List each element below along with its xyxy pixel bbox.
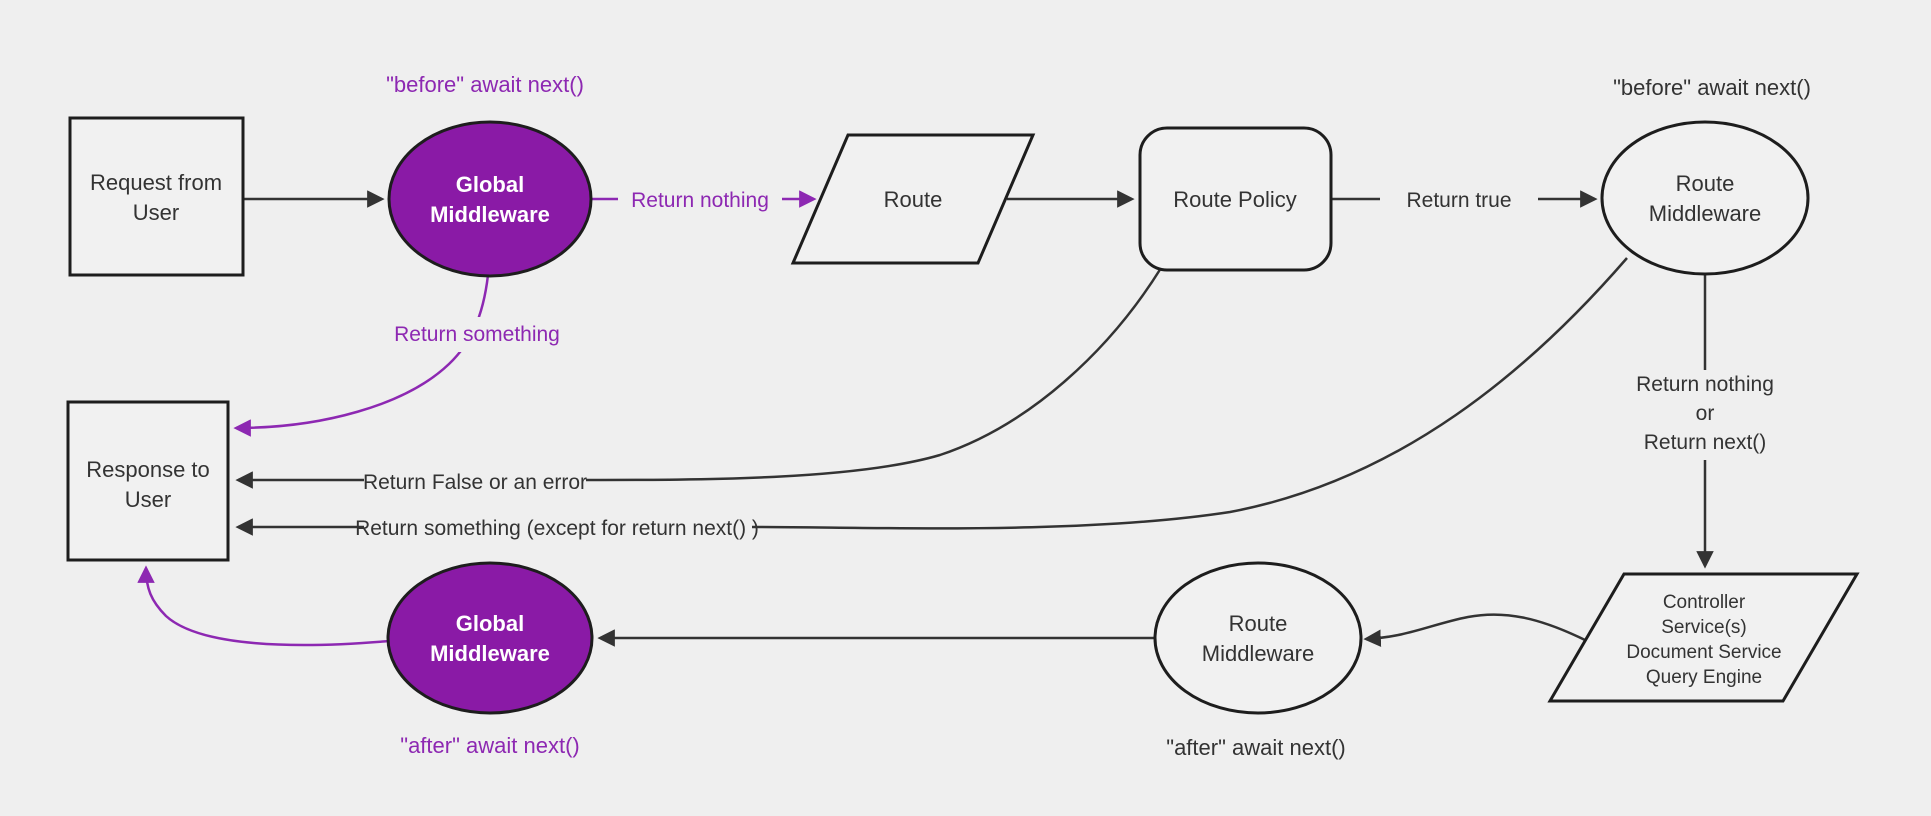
node-controller-line4: Query Engine — [1646, 667, 1762, 688]
edge-route-policy-return-false — [235, 267, 1163, 489]
label-return-false-or-error: Return False or an error — [363, 471, 587, 494]
node-request-line1: Request from — [90, 170, 222, 195]
node-route-policy-label: Route Policy — [1173, 187, 1297, 212]
node-route-middleware-bottom-line1: Route — [1229, 611, 1288, 636]
node-global-middleware-bottom-line2: Middleware — [430, 641, 550, 666]
label-before-await-top-right: "before" await next() — [1613, 75, 1811, 100]
label-return-true: Return true — [1406, 189, 1511, 212]
node-controller-services — [1547, 572, 1860, 703]
node-response-line2: User — [125, 487, 171, 512]
node-controller-line2: Service(s) — [1661, 617, 1747, 638]
label-bg-return-something-except — [364, 510, 752, 545]
node-controller-line1: Controller — [1663, 592, 1746, 613]
label-return-nothing-or-line1: Return nothing — [1636, 373, 1774, 396]
node-global-middleware-bottom — [386, 561, 594, 715]
node-route-middleware-top-line1: Route — [1676, 171, 1735, 196]
node-route-middleware-top-line2: Middleware — [1649, 201, 1762, 226]
label-after-await-bottom-left: "after" await next() — [400, 733, 579, 758]
edge-global-middleware-bottom-to-response — [137, 565, 390, 647]
node-route-policy — [1138, 126, 1333, 272]
label-bg-return-true — [1380, 183, 1538, 216]
label-return-nothing-or-line2: or — [1696, 402, 1715, 425]
node-route-label: Route — [884, 187, 943, 212]
label-bg-return-nothing-or — [1618, 370, 1794, 460]
node-request-line2: User — [133, 200, 179, 225]
node-route-middleware-bottom-line2: Middleware — [1202, 641, 1315, 666]
edge-route-middleware-return-something-except — [235, 257, 1628, 536]
node-route-middleware-bottom — [1153, 561, 1363, 715]
node-global-middleware-bottom-line1: Global — [456, 611, 524, 636]
label-bg-return-false — [364, 463, 586, 498]
node-route-middleware-top — [1600, 120, 1810, 276]
node-request-from-user — [68, 116, 245, 277]
label-return-something-except: Return something (except for return next… — [355, 517, 759, 540]
node-route — [790, 133, 1036, 265]
label-return-something: Return something — [394, 323, 560, 346]
label-after-await-bottom-middle: "after" await next() — [1166, 735, 1345, 760]
node-controller-line3: Document Service — [1626, 642, 1781, 663]
node-response-to-user — [66, 400, 230, 562]
node-global-middleware-top — [387, 120, 593, 278]
label-return-nothing: Return nothing — [631, 189, 769, 212]
node-response-line1: Response to — [86, 457, 210, 482]
label-before-await-top-left: "before" await next() — [386, 72, 584, 97]
label-return-nothing-or-line3: Return next() — [1644, 431, 1767, 454]
label-bg-return-something — [383, 317, 573, 352]
label-bg-return-nothing — [618, 183, 782, 216]
node-global-middleware-top-line1: Global — [456, 172, 524, 197]
edge-controller-to-route-middleware-bottom — [1363, 613, 1586, 648]
node-global-middleware-top-line2: Middleware — [430, 202, 550, 227]
